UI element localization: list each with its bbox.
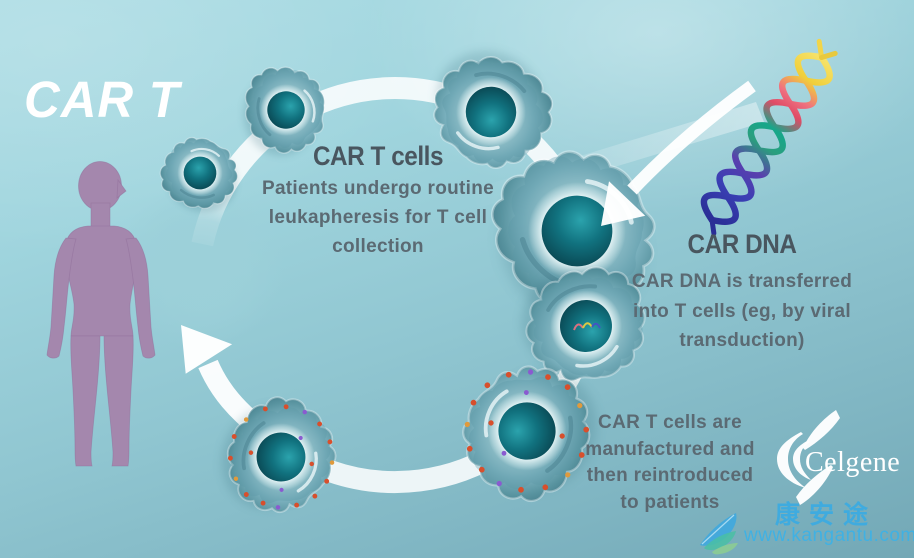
dna-helix-icon: [700, 38, 838, 236]
step-line: transduction): [679, 330, 805, 351]
watermark-site-name: 康安途: [775, 500, 878, 529]
step-line: CAR DNA is transferred: [631, 271, 853, 292]
page-title: CAR T: [24, 71, 181, 128]
step-line: CAR T cells are: [598, 412, 742, 433]
step-line: then reintroduced: [586, 465, 754, 486]
step-collect-heading: CAR T cells: [312, 141, 444, 171]
dna-in-nucleus-icon: [573, 322, 601, 331]
step-line: leukapheresis for T cell: [268, 207, 488, 228]
step-line: to patients: [620, 491, 720, 513]
step-line: manufactured and: [585, 438, 755, 460]
step-line: Patients undergo routine: [261, 178, 495, 199]
celgene-logo-icon: [777, 410, 840, 505]
feather-leaves-icon: [700, 513, 738, 555]
transfer-arrow-icon: [601, 80, 756, 226]
step-collect: CAR T cells Patients undergo routine leu…: [236, 141, 520, 261]
step-collect-body: Patients undergo routine leukapheresis f…: [236, 174, 520, 261]
step-line: collection: [332, 236, 424, 257]
step-reinfuse-body: CAR T cells are manufactured and then re…: [568, 410, 772, 516]
watermark-site-url: www.kangantu.com: [744, 525, 914, 546]
patient-silhouette-icon: [46, 161, 156, 467]
step-transduce-body: CAR DNA is transferred into T cells (eg,…: [600, 267, 884, 356]
celgene-logo-text: Celgene: [805, 447, 901, 478]
step-line: into T cells (eg, by viral: [633, 300, 851, 322]
step-reinfuse: CAR T cells are manufactured and then re…: [568, 410, 772, 516]
step-transduce: CAR DNA CAR DNA is transferred into T ce…: [600, 229, 884, 356]
step-transduce-heading: CAR DNA: [687, 229, 797, 259]
